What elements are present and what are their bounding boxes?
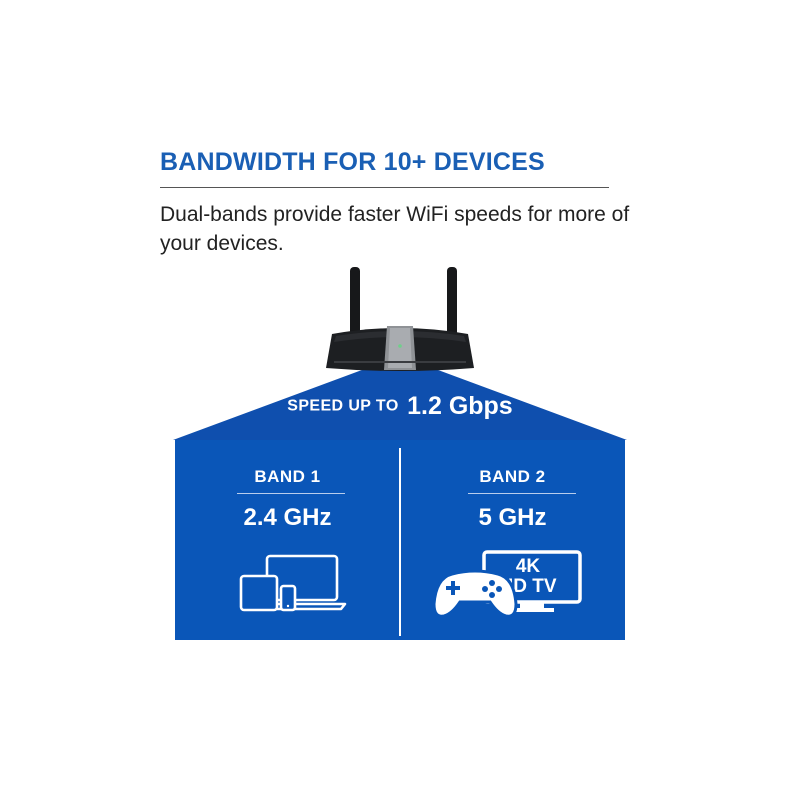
band-1-column: BAND 1 2.4 GHz <box>175 440 400 640</box>
tv-4k-label: 4K <box>515 556 541 577</box>
bands-panel: BAND 1 2.4 GHz BAND 2 5 GHz 4K <box>175 440 625 640</box>
gamepad-icon <box>432 569 518 618</box>
subtitle: Dual-bands provide faster WiFi speeds fo… <box>160 203 630 255</box>
band-1-frequency: 2.4 GHz <box>243 504 332 531</box>
band-1-rule <box>237 493 345 494</box>
band-2-rule <box>468 493 576 494</box>
band-2-frequency: 5 GHz <box>478 504 547 531</box>
band-1-name: BAND 1 <box>254 467 321 486</box>
band-2-name: BAND 2 <box>479 467 546 486</box>
speed-label: SPEED UP TO <box>287 397 399 415</box>
headline-divider <box>160 187 609 188</box>
laptop-tablet-phone-icon <box>239 554 347 612</box>
router-image <box>320 262 480 374</box>
band-divider <box>399 448 401 636</box>
speed-value: 1.2 Gbps <box>407 392 513 420</box>
speed-banner: SPEED UP TO 1.2 Gbps <box>0 392 800 421</box>
headline: BANDWIDTH FOR 10+ DEVICES <box>160 148 545 176</box>
band-2-column: BAND 2 5 GHz 4K HD TV <box>400 440 625 640</box>
